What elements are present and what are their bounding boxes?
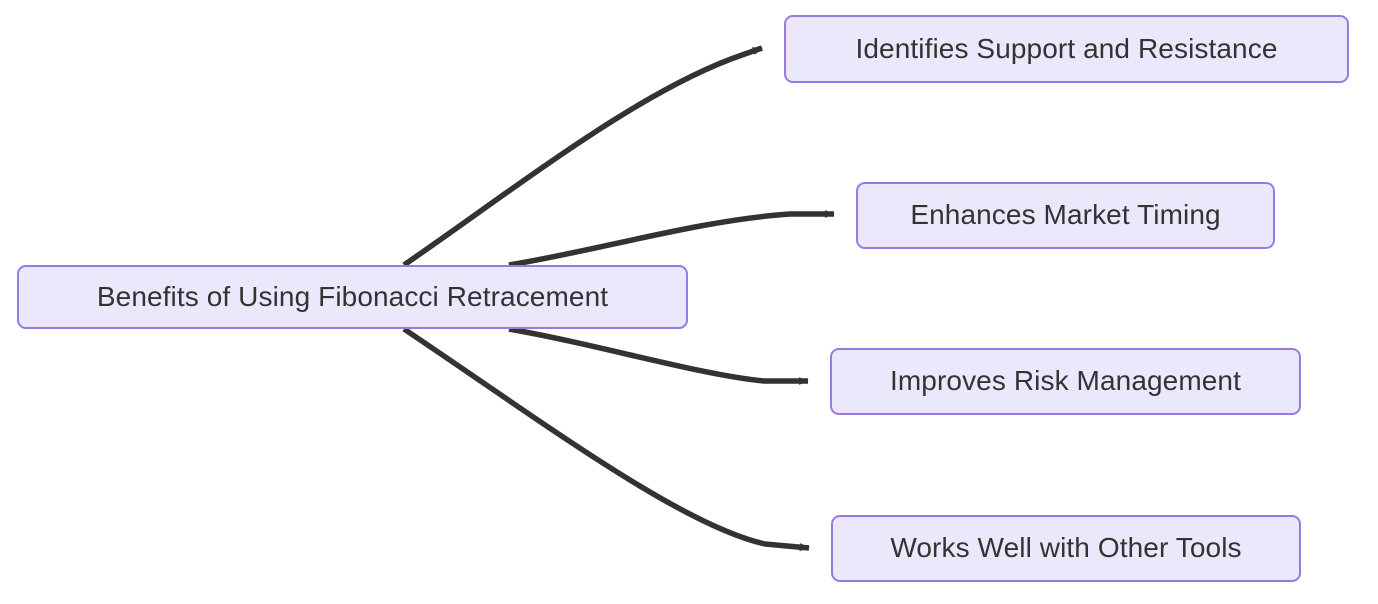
edge-root-to-child-1	[508, 210, 835, 268]
edge-root-to-child-3	[402, 326, 810, 552]
node-identifies-support-and-resistance[interactable]: Identifies Support and Resistance	[784, 15, 1349, 83]
edge-root-to-child-2	[508, 326, 809, 385]
node-child-0-label: Identifies Support and Resistance	[855, 32, 1278, 64]
node-improves-risk-management[interactable]: Improves Risk Management	[830, 348, 1301, 415]
edge-root-to-child-0	[402, 45, 763, 268]
node-child-3-label: Works Well with Other Tools	[890, 532, 1242, 564]
node-works-well-with-other-tools[interactable]: Works Well with Other Tools	[831, 515, 1301, 582]
node-enhances-market-timing[interactable]: Enhances Market Timing	[856, 182, 1275, 249]
node-root[interactable]: Benefits of Using Fibonacci Retracement	[17, 265, 688, 329]
node-root-label: Benefits of Using Fibonacci Retracement	[96, 280, 609, 312]
node-child-1-label: Enhances Market Timing	[910, 199, 1221, 231]
node-child-2-label: Improves Risk Management	[890, 365, 1241, 397]
